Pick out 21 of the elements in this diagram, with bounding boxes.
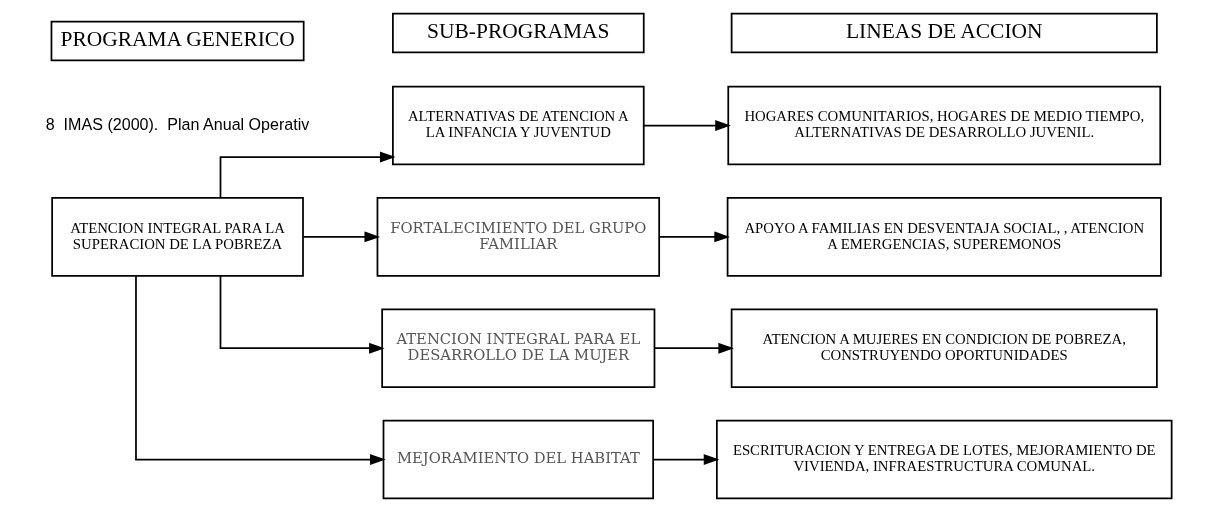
arrow [219, 151, 395, 199]
label: 8 IMAS (2000). Plan Anual Operativ [45, 114, 309, 133]
node-box: ATENCION A MUJERES EN CONDICION DE POBREZA, CONSTRUYENDO OPORTUNIDADES [730, 308, 1158, 388]
label: LINEAS DE ACCION [845, 19, 1043, 44]
node-box: FORTALECIMIENTO DEL GRUPO FAMILIAR [376, 197, 660, 277]
arrow [642, 120, 731, 131]
arrow [653, 342, 734, 354]
label: PROGRAMA GENERICO [59, 27, 295, 52]
label: SUB-PROGRAMAS [426, 19, 610, 44]
arrow [652, 454, 719, 466]
arrow [134, 275, 386, 466]
arrow [302, 231, 380, 243]
node-box: ALTERNATIVAS DE ATENCION A LA INFANCIA Y JUVENTUD [391, 85, 645, 166]
node-box: HOGARES COMUNITARIOS, HOGARES DE MEDIO TIEMPO, ALTERNATIVAS DE DESARROLLO JUVENIL. [726, 85, 1161, 166]
node-box: ATENCION INTEGRAL PARA EL DESARROLLO DE LA MUJER [380, 308, 655, 388]
node-box: ESCRITURACION Y ENTREGA DE LOTES, MEJORAMIENTO DE VIVIENDA, INFRAESTRUCTURA COMUNAL. [715, 419, 1172, 500]
node-box: MEJORAMIENTO DEL HABITAT [382, 419, 654, 500]
arrow [219, 274, 385, 354]
node-box: ATENCION INTEGRAL PARA LA SUPERACION DE LA POBREZA [50, 197, 304, 277]
arrow [658, 231, 730, 243]
node-box: APOYO A FAMILIAS EN DESVENTAJA SOCIAL, , ATENCION A EMERGENCIAS, SUPEREMONOS [726, 197, 1162, 277]
